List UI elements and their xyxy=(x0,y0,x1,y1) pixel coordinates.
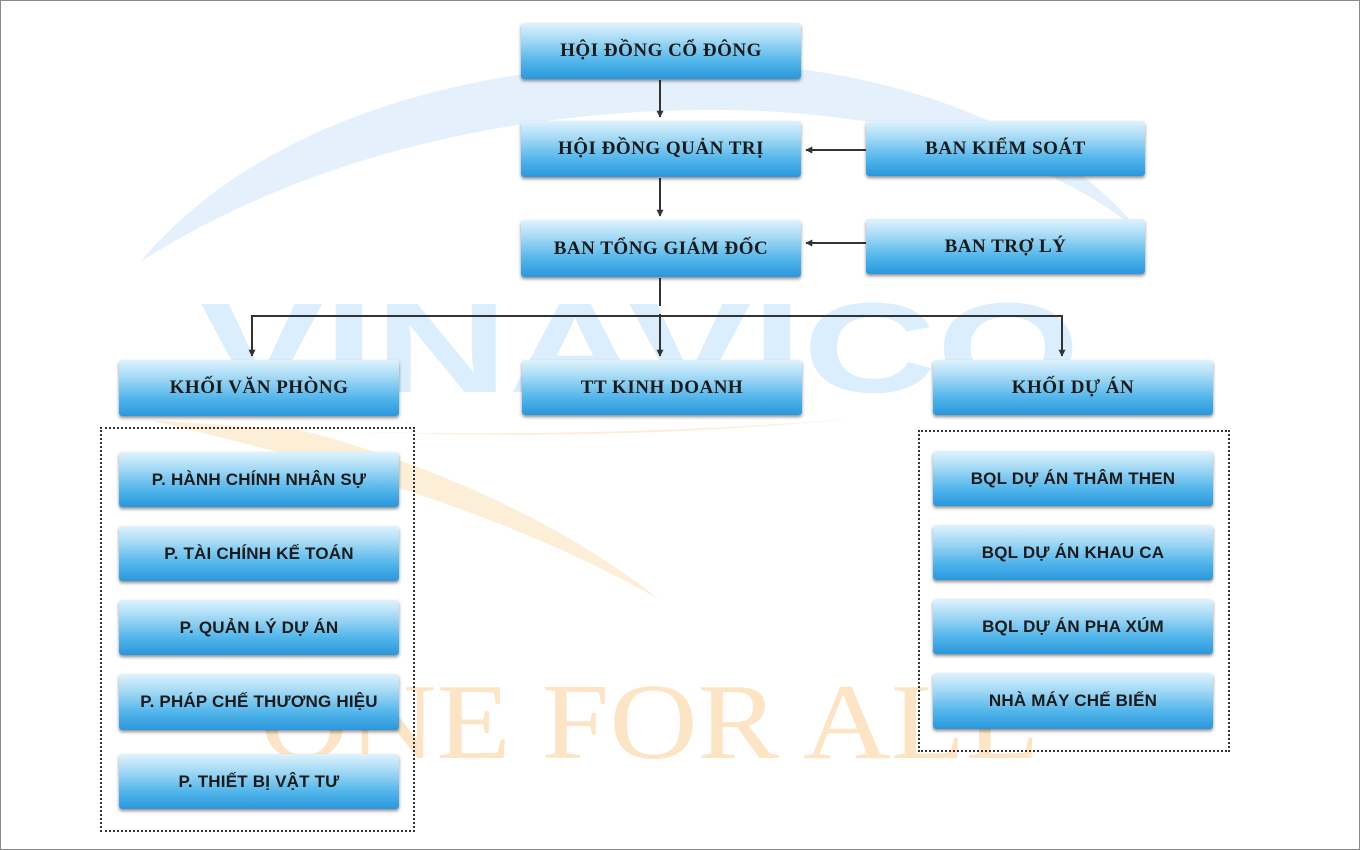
unit-bql-pha-xum: BQL DỰ ÁN PHA XÚM xyxy=(933,599,1213,654)
watermark-blue-swoosh xyxy=(140,62,1140,262)
node-hoi-dong-co-dong: HỘI ĐỒNG CỔ ĐÔNG xyxy=(521,23,801,79)
node-ban-tro-ly: BAN TRỢ LÝ xyxy=(866,219,1145,274)
dept-phap-che-thuong-hieu: P. PHÁP CHẾ THƯƠNG HIỆU xyxy=(119,674,399,730)
arrow-to-khoiduan xyxy=(660,315,1066,357)
arrow-to-khoivanphong xyxy=(248,315,660,357)
dept-hanh-chinh-nhan-su: P. HÀNH CHÍNH NHÂN SỰ xyxy=(119,452,399,507)
node-ban-kiem-soat: BAN KIỂM SOÁT xyxy=(866,121,1145,176)
project-group-border xyxy=(918,430,1230,752)
unit-bql-tham-then: BQL DỰ ÁN THÂM THEN xyxy=(933,451,1213,506)
node-ban-tong-giam-doc: BAN TỔNG GIÁM ĐỐC xyxy=(521,220,801,277)
dept-tai-chinh-ke-toan: P. TÀI CHÍNH KẾ TOÁN xyxy=(119,526,399,581)
unit-bql-khau-ca: BQL DỰ ÁN KHAU CA xyxy=(933,525,1213,580)
dept-quan-ly-du-an: P. QUẢN LÝ DỰ ÁN xyxy=(119,600,399,655)
unit-nha-may-che-bien: NHÀ MÁY CHẾ BIẾN xyxy=(933,673,1213,729)
node-tt-kinh-doanh: TT KINH DOANH xyxy=(522,360,802,415)
node-khoi-du-an: KHỐI DỰ ÁN xyxy=(933,360,1213,415)
node-hoi-dong-quan-tri: HỘI ĐỒNG QUẢN TRỊ xyxy=(521,121,801,177)
node-khoi-van-phong: KHỐI VĂN PHÒNG xyxy=(119,360,399,416)
dept-thiet-bi-vat-tu: P. THIẾT BỊ VẬT TƯ xyxy=(119,754,399,809)
office-group-border xyxy=(100,427,415,832)
